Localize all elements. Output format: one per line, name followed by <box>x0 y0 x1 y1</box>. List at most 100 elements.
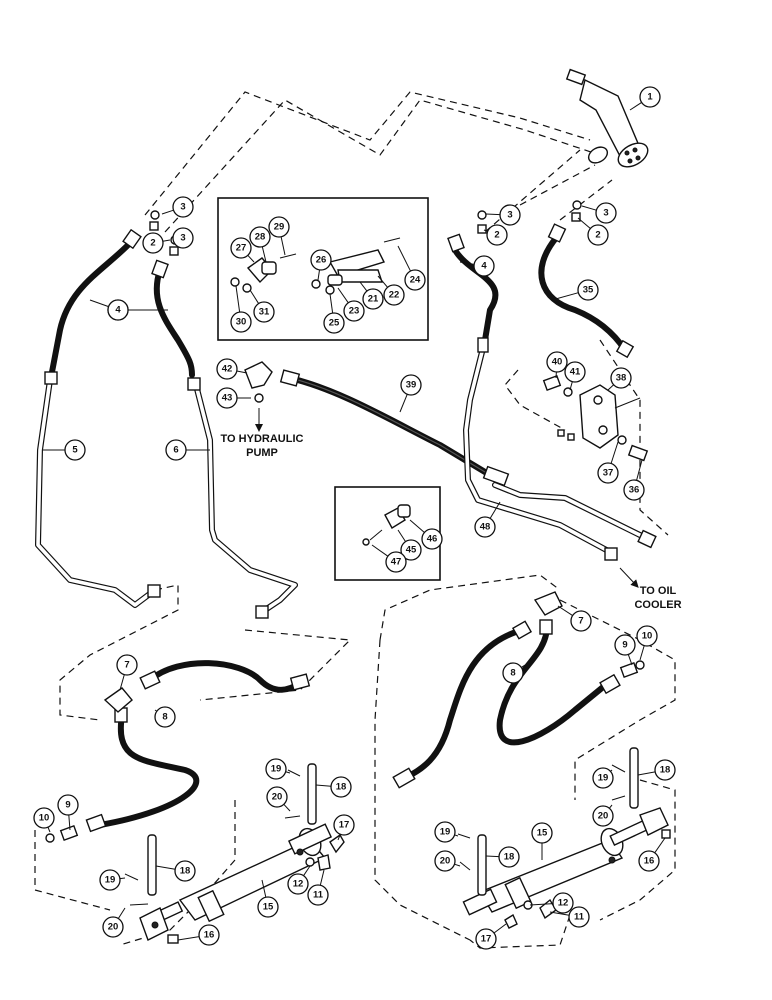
callout-circle <box>323 312 345 334</box>
callout-leader <box>317 269 321 281</box>
callout-16: 16 <box>638 837 666 872</box>
callout-leader <box>639 645 645 661</box>
callout-8: 8 <box>154 706 176 728</box>
callout-circle <box>385 551 407 573</box>
callout-leader <box>89 299 109 308</box>
callout-circle <box>265 758 287 780</box>
callout-22: 22 <box>377 275 405 306</box>
callout-circle <box>570 610 592 632</box>
callout-4: 4 <box>107 299 168 321</box>
callout-28: 28 <box>249 226 271 263</box>
callout-number: 20 <box>440 856 451 867</box>
callout-circle <box>257 896 279 918</box>
callout-41: 41 <box>564 361 586 391</box>
callout-leader <box>557 605 573 616</box>
callout-number: 48 <box>480 522 491 533</box>
callout-16: 16 <box>177 924 220 946</box>
callout-2: 2 <box>142 232 171 254</box>
callout-27: 27 <box>230 237 255 263</box>
callout-18: 18 <box>315 776 352 798</box>
callout-20: 20 <box>434 850 461 872</box>
callout-leader <box>117 907 126 919</box>
callout-7: 7 <box>557 605 592 632</box>
to-hydraulic-pump-label-line2: PUMP <box>246 447 278 459</box>
callout-5: 5 <box>42 439 86 461</box>
callout-circle <box>253 301 275 323</box>
callout-number: 37 <box>603 468 614 479</box>
callout-number: 25 <box>329 318 340 329</box>
callout-number: 38 <box>616 373 627 384</box>
callout-20: 20 <box>592 804 614 827</box>
callout-leader <box>608 804 613 809</box>
callout-circle <box>230 311 252 333</box>
fittings <box>44 200 657 843</box>
callout-number: 3 <box>507 210 512 221</box>
callout-leader <box>119 877 126 880</box>
callout-leader <box>577 217 591 229</box>
callout-circle <box>165 439 187 461</box>
callout-11: 11 <box>307 869 329 906</box>
callout-number: 11 <box>574 912 585 923</box>
callout-12: 12 <box>529 892 574 914</box>
callout-number: 2 <box>595 230 600 241</box>
callout-circle <box>172 196 194 218</box>
callout-48: 48 <box>474 501 501 538</box>
callout-leader <box>610 441 619 464</box>
rigid-tubes <box>35 349 653 615</box>
callout-leader <box>654 837 666 854</box>
callout-38: 38 <box>607 367 632 391</box>
callout-circle <box>249 226 271 248</box>
callout-circle <box>623 479 645 501</box>
relief-valve-assembly <box>542 375 649 462</box>
callout-leader <box>261 246 267 263</box>
callout-40: 40 <box>546 351 568 379</box>
callout-circle <box>564 361 586 383</box>
callout-circle <box>154 706 176 728</box>
callout-3: 3 <box>172 227 194 249</box>
callout-number: 15 <box>263 902 274 913</box>
callout-42: 42 <box>216 358 248 380</box>
callout-19: 19 <box>99 869 126 891</box>
callout-leader <box>489 501 501 519</box>
callout-number: 21 <box>368 294 379 305</box>
callout-circle <box>498 846 520 868</box>
callout-circle <box>577 279 599 301</box>
callout-6: 6 <box>165 439 210 461</box>
callout-leader <box>629 102 642 111</box>
callout-35: 35 <box>551 279 599 301</box>
callout-number: 29 <box>274 222 285 233</box>
callout-leader <box>162 239 171 242</box>
callout-circle <box>198 924 220 946</box>
callout-25: 25 <box>323 293 345 334</box>
callout-number: 39 <box>406 380 417 391</box>
callout-number: 3 <box>180 202 185 213</box>
callout-circle <box>404 269 426 291</box>
callout-circle <box>33 807 55 829</box>
callout-leader <box>247 254 255 263</box>
callout-leader <box>303 865 311 876</box>
callout-46: 46 <box>409 519 443 550</box>
callout-leader <box>371 544 389 557</box>
callout-circle <box>266 786 288 808</box>
callout-number: 3 <box>180 233 185 244</box>
callout-leader <box>337 287 349 304</box>
callout-leader <box>409 519 425 533</box>
callout-circle <box>552 892 574 914</box>
callout-circle <box>107 299 129 321</box>
callout-29: 29 <box>268 216 290 256</box>
callout-leader <box>581 205 597 211</box>
callout-number: 43 <box>222 393 233 404</box>
callout-47: 47 <box>371 544 407 573</box>
callout-circle <box>362 288 384 310</box>
callout-number: 16 <box>644 856 655 867</box>
callout-19: 19 <box>592 767 614 789</box>
callout-2: 2 <box>577 217 609 246</box>
callout-leader <box>636 459 643 481</box>
callout-circle <box>654 759 676 781</box>
callout-43: 43 <box>216 387 251 409</box>
callout-45: 45 <box>397 529 422 561</box>
callout-1: 1 <box>629 86 661 111</box>
callout-circle <box>638 850 660 872</box>
callout-circle <box>474 516 496 538</box>
callout-leader <box>155 865 176 870</box>
